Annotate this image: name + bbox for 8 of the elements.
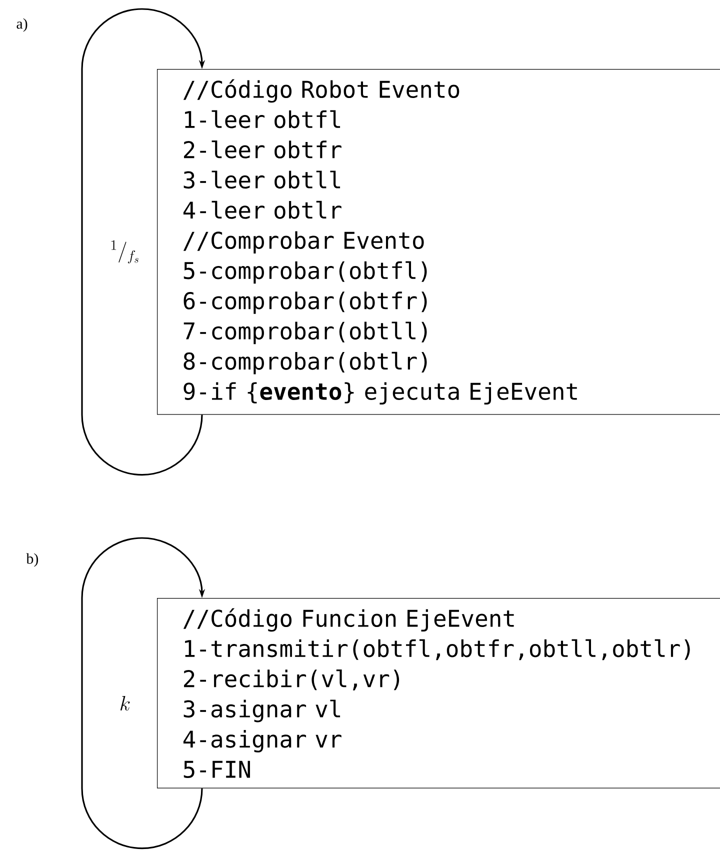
edge-label: $k$ [120,696,130,711]
loop-arrow [81,537,206,850]
code-box: //Código Robot Evento 1-leer obtfl 2-leer obtfr 3-leer obtll 4-leer obtlr //Comprobar Evento 5-comprobar(obtfl) 6-comprobar(obtfr) 7-comprobar(obtll) 8-comprobar(obtlr) 9-if {evento} ejecuta EjeEvent [157,69,720,415]
panel-label: a) [16,18,28,32]
panel-label: b) [26,553,38,567]
loop-arrow [81,8,206,476]
code-box: //Código Funcion EjeEvent 1-transmitir(obtfl,obtfr,obtll,obtlr) 2-recibir(vl,vr) 3-asignar vl 4-asignar vr 5-FIN [157,598,720,788]
edge-label: ${}^{1}/_{f_s}$ [111,240,138,264]
